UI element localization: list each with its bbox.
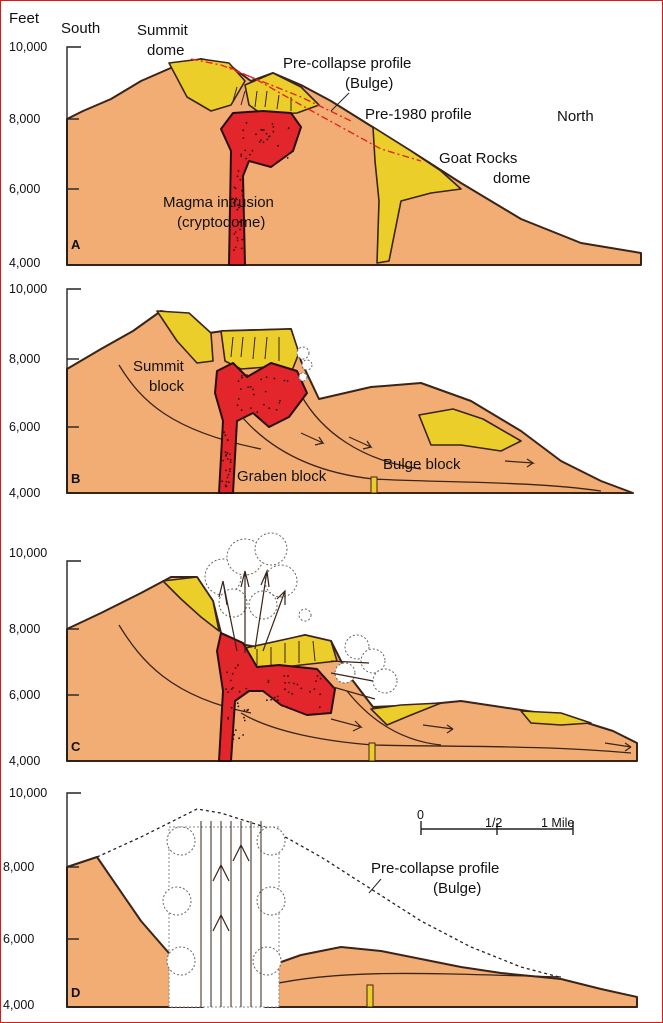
tick-label-d-4000: 4,000 xyxy=(3,998,34,1012)
panel-a: 10,000 8,000 6,000 4,000 A Feet South Su… xyxy=(9,10,641,270)
panel-letter-b: B xyxy=(71,471,80,486)
label-summit-dome-1: Summit xyxy=(137,22,189,39)
label-graben-block: Graben block xyxy=(237,468,327,485)
panel-c-eruption-cloud xyxy=(205,533,297,619)
scale-bar: 0 1/2 1 Mile xyxy=(417,808,574,835)
label-pre-1980: Pre-1980 profile xyxy=(365,106,472,123)
label-south: South xyxy=(61,20,100,37)
panel-d-feeder-dike xyxy=(367,985,373,1007)
label-feet: Feet xyxy=(9,10,40,27)
label-pre-collapse-a-1: Pre-collapse profile xyxy=(283,55,411,72)
scale-label-one: 1 Mile xyxy=(541,816,574,830)
tick-label-b-6000: 6,000 xyxy=(9,420,40,434)
label-magma-2: (cryptodome) xyxy=(177,214,265,231)
panel-c-bulge-dome-2 xyxy=(521,711,591,725)
label-pre-collapse-d-1: Pre-collapse profile xyxy=(371,860,499,877)
scale-label-half: 1/2 xyxy=(485,816,502,830)
label-goat-rocks-2: dome xyxy=(493,170,531,187)
tick-label-d-6000: 6,000 xyxy=(3,932,34,946)
label-pre-collapse-d-2: (Bulge) xyxy=(433,880,481,897)
tick-label-c-8000: 8,000 xyxy=(9,622,40,636)
tick-label-a-10000: 10,000 xyxy=(9,40,47,54)
panel-b-feeder-dike xyxy=(371,477,377,493)
label-summit-block-2: block xyxy=(149,378,185,395)
tick-label-a-4000: 4,000 xyxy=(9,256,40,270)
panel-b: 10,000 8,000 6,000 4,000 B Summit block … xyxy=(9,282,633,500)
panel-d: 10,000 8,000 6,000 4,000 D Pre-collapse … xyxy=(3,786,637,1012)
panel-d-eruption-column xyxy=(163,821,285,1007)
panel-c: 10,000 8,000 6,000 4,000 C xyxy=(9,533,637,768)
tick-label-b-8000: 8,000 xyxy=(9,352,40,366)
label-summit-dome-2: dome xyxy=(147,42,185,59)
tick-label-b-10000: 10,000 xyxy=(9,282,47,296)
tick-label-a-8000: 8,000 xyxy=(9,112,40,126)
scale-label-zero: 0 xyxy=(417,808,424,822)
panel-b-ground xyxy=(67,311,633,493)
label-summit-block-1: Summit xyxy=(133,358,185,375)
label-magma-1: Magma intrusion xyxy=(163,194,274,211)
tick-label-c-10000: 10,000 xyxy=(9,546,47,560)
panel-letter-a: A xyxy=(71,237,81,252)
panel-letter-c: C xyxy=(71,739,81,754)
label-north: North xyxy=(557,108,594,125)
label-bulge-block: Bulge block xyxy=(383,456,461,473)
tick-label-c-6000: 6,000 xyxy=(9,688,40,702)
tick-label-a-6000: 6,000 xyxy=(9,182,40,196)
panel-letter-d: D xyxy=(71,985,80,1000)
tick-label-b-4000: 4,000 xyxy=(9,486,40,500)
tick-label-d-10000: 10,000 xyxy=(9,786,47,800)
label-goat-rocks-1: Goat Rocks xyxy=(439,150,517,167)
panel-c-feeder-dike xyxy=(369,743,375,761)
tick-label-d-8000: 8,000 xyxy=(3,860,34,874)
label-pre-collapse-a-2: (Bulge) xyxy=(345,75,393,92)
tick-label-c-4000: 4,000 xyxy=(9,754,40,768)
